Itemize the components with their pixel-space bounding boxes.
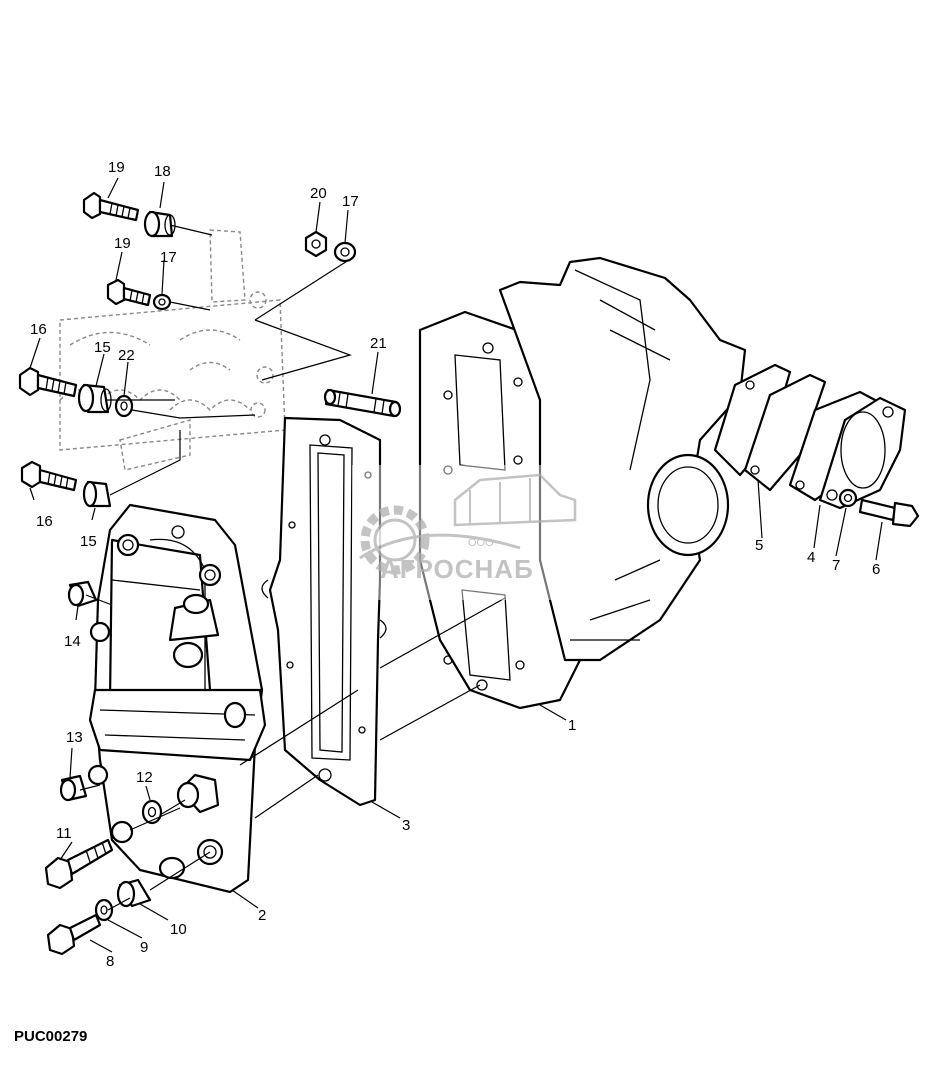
bolt-19-lower: [106, 278, 152, 307]
combine-harvester-icon: [453, 473, 577, 527]
callout-3: 3: [402, 817, 410, 834]
callout-18: 18: [154, 163, 171, 180]
callout-20: 20: [310, 185, 327, 202]
callout-11: 11: [56, 825, 72, 842]
flange-gaskets-4-5: [713, 363, 907, 510]
nut-20: [304, 230, 328, 258]
bolt-19-upper: [82, 191, 140, 222]
callout-19-upper: 19: [108, 159, 125, 176]
callout-19-lower: 19: [114, 235, 131, 252]
callout-22: 22: [118, 347, 135, 364]
callout-14: 14: [64, 633, 81, 650]
callout-8: 8: [106, 953, 114, 970]
washer-17-lower: [152, 293, 172, 311]
housing-part-1: [418, 256, 747, 710]
stud-21: [323, 388, 402, 418]
bolt-washer-6-7: [838, 488, 920, 528]
washer-22: [114, 394, 134, 418]
callout-9: 9: [140, 939, 148, 956]
watermark-prefix: ООО: [468, 537, 494, 549]
bushing-18: [143, 210, 176, 238]
bracket-part-2: [87, 503, 267, 894]
gasket-part-3: [261, 416, 387, 807]
callout-15-upper: 15: [94, 339, 111, 356]
plug-13: [59, 774, 88, 802]
callout-4: 4: [807, 549, 815, 566]
assembly-lines: [79, 224, 506, 911]
bolt-16-lower: [20, 460, 78, 492]
callout-7: 7: [832, 557, 840, 574]
callout-17-upper: 17: [342, 193, 359, 210]
bushing-15-upper: [77, 383, 112, 414]
callout-5: 5: [755, 537, 763, 554]
washer-12: [141, 799, 163, 825]
washer-17-upper: [333, 241, 357, 263]
callout-21: 21: [370, 335, 387, 352]
callout-15-lower: 15: [80, 533, 97, 550]
leader-lines: [29, 177, 883, 953]
callout-17-lower: 17: [160, 249, 177, 266]
plug-14: [67, 580, 98, 608]
callout-16-lower: 16: [36, 513, 53, 530]
bushing-10: [116, 878, 152, 908]
bushing-15-lower: [82, 480, 112, 508]
callout-labels: 19 18 19 17 20 17 21 16 15 22 16 15 14 1…: [30, 159, 880, 970]
watermark: ООО АГРОСНАБ: [352, 465, 590, 600]
bolt-11: [44, 820, 134, 890]
figure-code: PUC00279: [14, 1028, 88, 1045]
callout-13: 13: [66, 729, 83, 746]
gear-logo-icon: [359, 505, 521, 575]
callout-2: 2: [258, 907, 266, 924]
callout-1: 1: [568, 717, 576, 734]
callout-6: 6: [872, 561, 880, 578]
callout-16-upper: 16: [30, 321, 47, 338]
callout-10: 10: [170, 921, 187, 938]
callout-12: 12: [136, 769, 153, 786]
bolt-8: [46, 913, 102, 956]
washer-9: [94, 898, 114, 922]
watermark-name: АГРОСНАБ: [380, 554, 534, 584]
bolt-16-upper: [18, 366, 78, 398]
